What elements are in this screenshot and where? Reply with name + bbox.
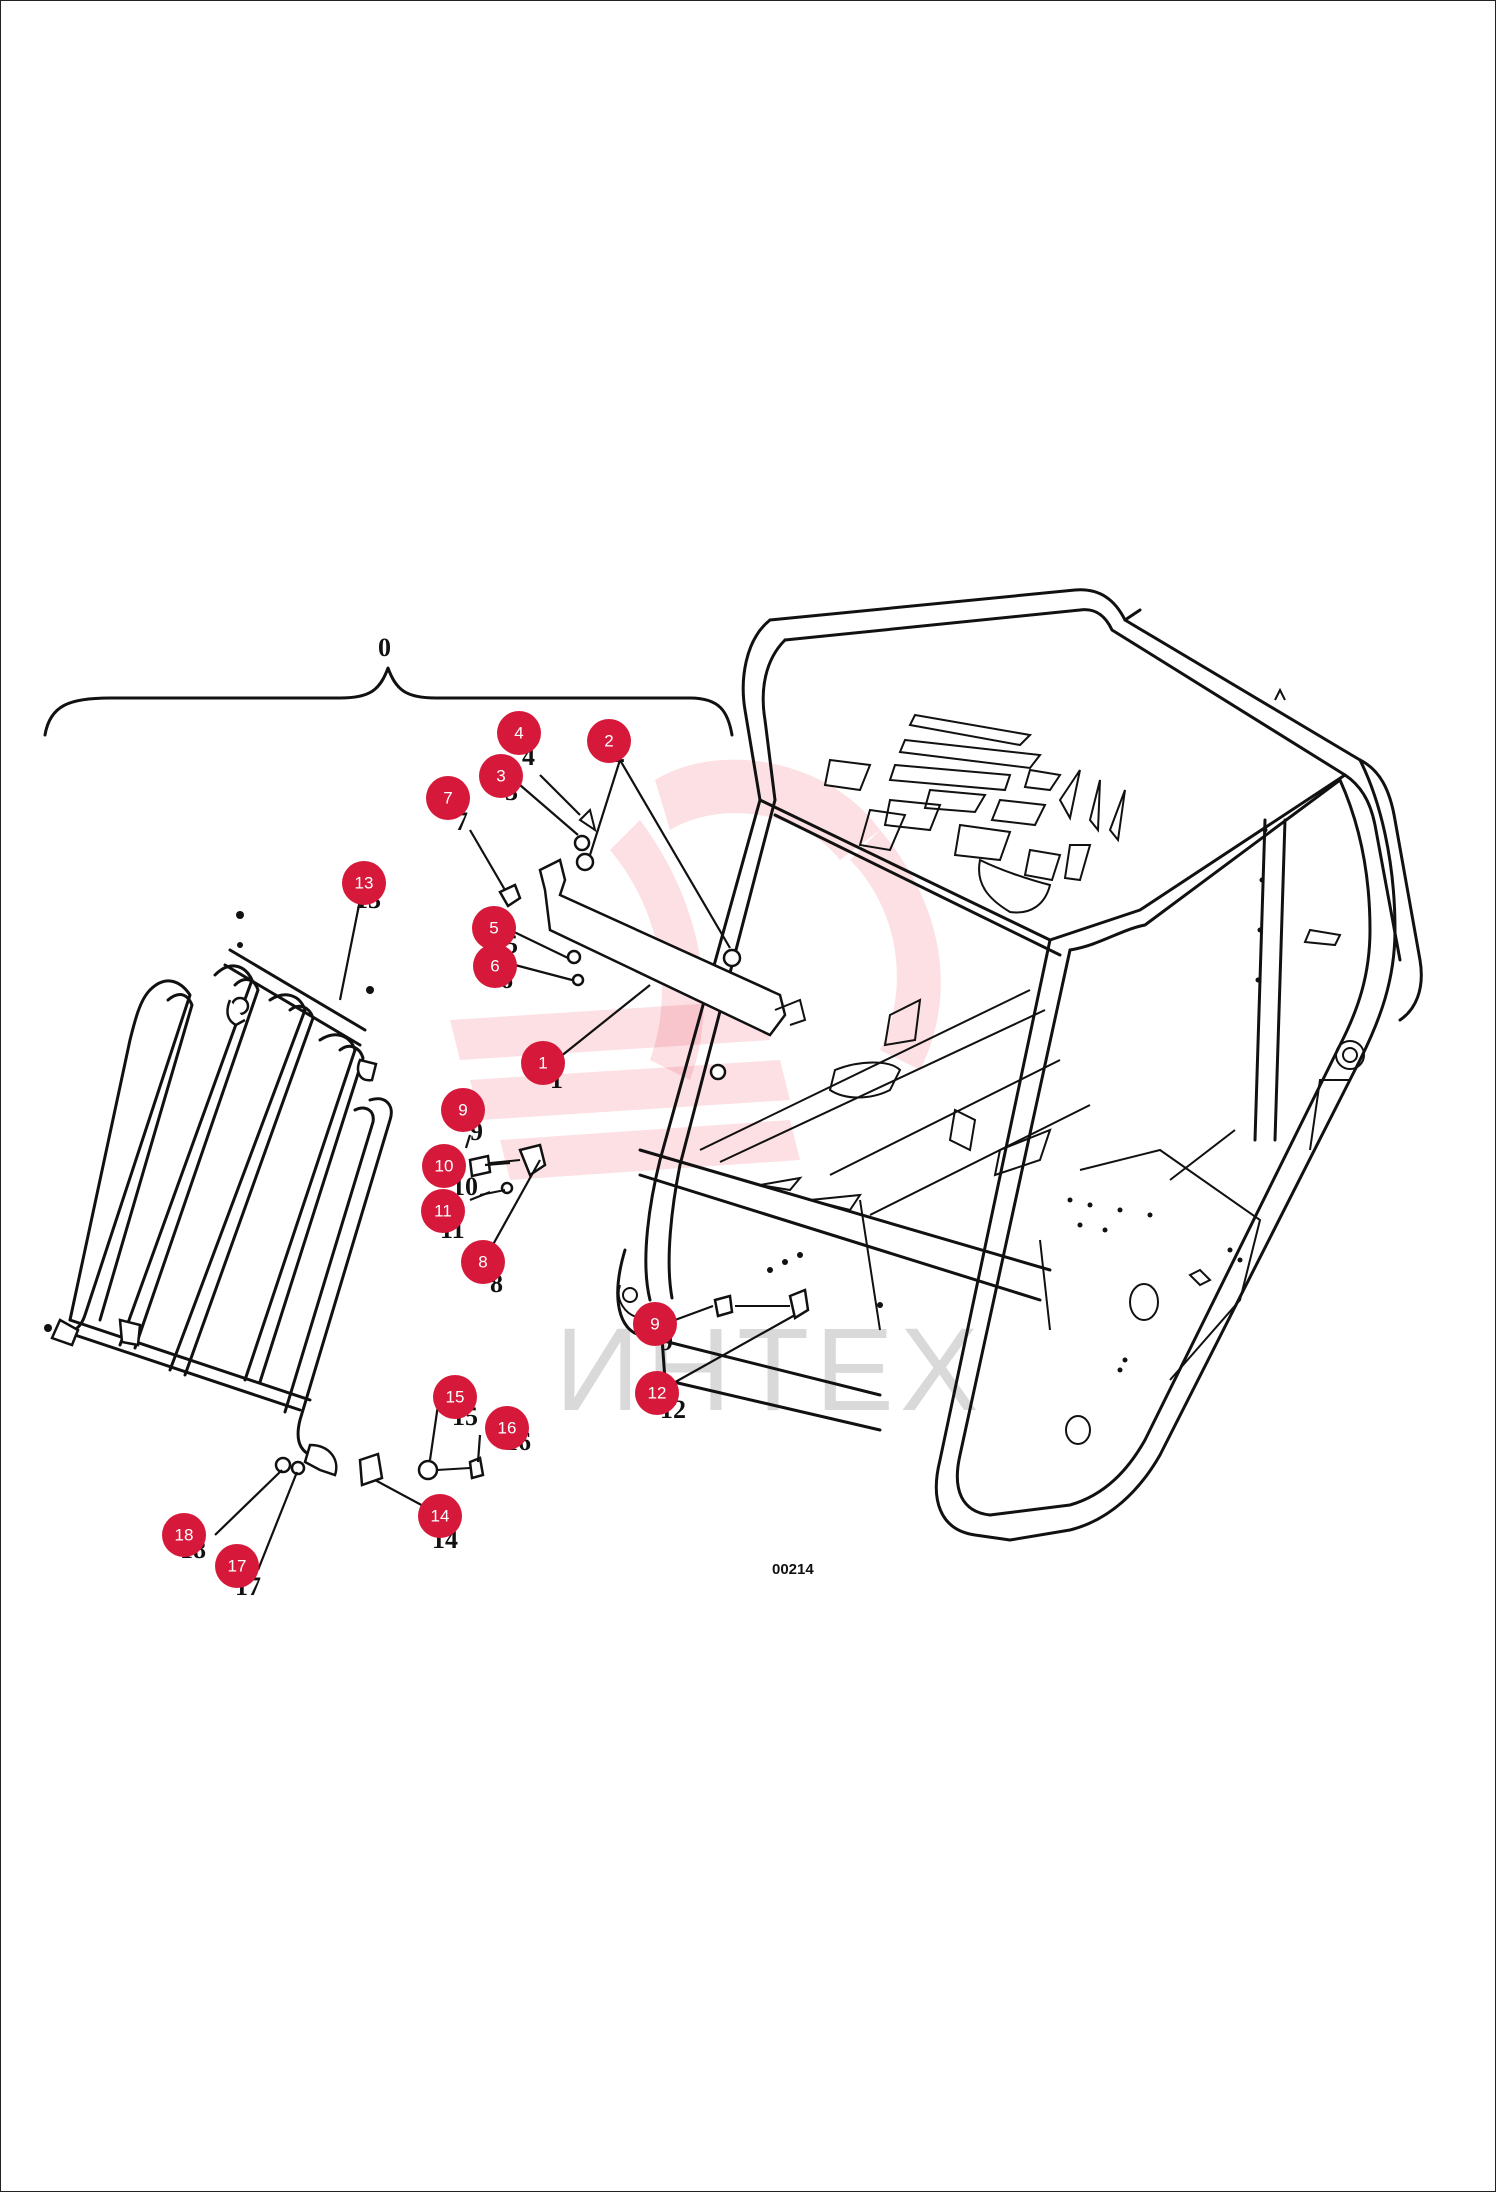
- svg-text:7: 7: [443, 789, 452, 808]
- callout-7[interactable]: 7: [426, 776, 470, 820]
- hardware-group-middle: [468, 1143, 547, 1196]
- assembly-brace: 0: [43, 633, 734, 737]
- svg-text:4: 4: [514, 724, 523, 743]
- callout-6[interactable]: 6: [473, 944, 517, 988]
- svg-text:11: 11: [434, 1202, 452, 1221]
- svg-text:9: 9: [458, 1101, 467, 1120]
- hardware-group-top: [498, 808, 742, 1081]
- callout-13[interactable]: 13: [342, 861, 386, 905]
- callout-18[interactable]: 18: [162, 1513, 206, 1557]
- mounting-bar-part: [538, 858, 807, 1037]
- svg-text:8: 8: [478, 1253, 487, 1272]
- svg-text:13: 13: [355, 874, 374, 893]
- svg-text:16: 16: [498, 1419, 517, 1438]
- callout-4[interactable]: 4: [497, 711, 541, 755]
- callout-17[interactable]: 17: [215, 1544, 259, 1588]
- callout-11[interactable]: 11: [421, 1189, 465, 1233]
- callout-16[interactable]: 16: [485, 1406, 529, 1450]
- callout-15[interactable]: 15: [433, 1375, 477, 1419]
- svg-text:15: 15: [446, 1388, 465, 1407]
- callout-8[interactable]: 8: [461, 1240, 505, 1284]
- svg-text:2: 2: [604, 732, 613, 751]
- svg-text:9: 9: [650, 1315, 659, 1334]
- svg-text:1: 1: [538, 1054, 547, 1073]
- cab-frame: [616, 588, 1423, 1542]
- hardware-group-right: [713, 1288, 810, 1320]
- callout-2[interactable]: 2: [587, 719, 631, 763]
- svg-text:5: 5: [489, 919, 498, 938]
- leader-lines: [214, 759, 796, 1571]
- svg-text:10: 10: [435, 1157, 454, 1176]
- svg-text:12: 12: [648, 1384, 667, 1403]
- svg-text:6: 6: [490, 957, 499, 976]
- callout-3[interactable]: 3: [479, 754, 523, 798]
- callout-14[interactable]: 14: [418, 1494, 462, 1538]
- hardware-group-bottom: [274, 1452, 485, 1487]
- callout-12[interactable]: 12: [635, 1371, 679, 1415]
- callout-1[interactable]: 1: [521, 1041, 565, 1085]
- callout-9[interactable]: 9: [441, 1088, 485, 1132]
- svg-text:3: 3: [496, 767, 505, 786]
- watermark-text: ИНТЕХ: [555, 1304, 985, 1436]
- svg-text:14: 14: [431, 1507, 450, 1526]
- callout-9-right[interactable]: 9: [633, 1302, 677, 1346]
- guard-grille-part: [44, 911, 393, 1477]
- assembly-label: 0: [378, 633, 391, 662]
- svg-text:17: 17: [228, 1557, 247, 1576]
- callout-5[interactable]: 5: [472, 906, 516, 950]
- callout-10[interactable]: 10: [422, 1144, 466, 1188]
- svg-text:18: 18: [175, 1526, 194, 1545]
- drawing-code: 00214: [772, 1561, 814, 1578]
